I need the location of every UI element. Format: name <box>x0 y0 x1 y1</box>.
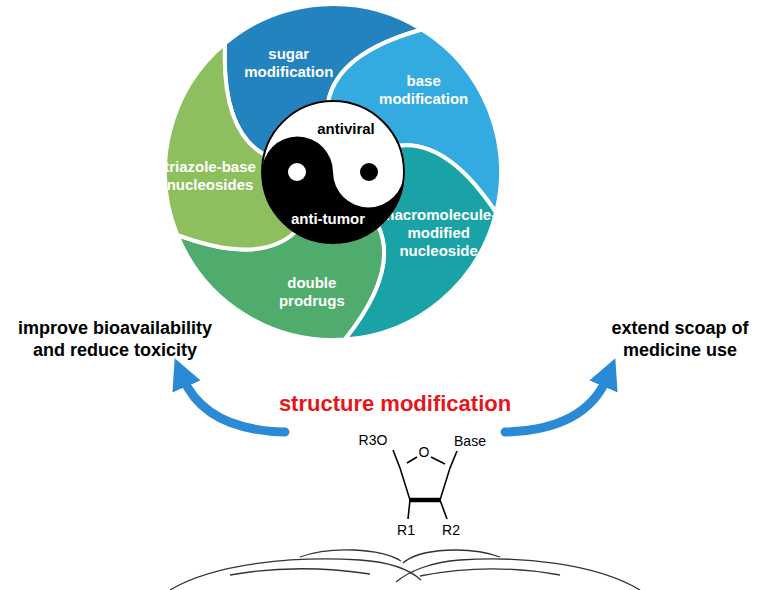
yin-yang-circle: antiviralanti-tumor <box>261 100 405 244</box>
curved-arrow <box>183 378 285 432</box>
petal-box: sugar modification <box>237 45 341 81</box>
hands <box>170 550 640 590</box>
strategy-label: sugar modification <box>237 45 341 81</box>
petal-box: macromolecule-modified nucleoside <box>380 206 498 260</box>
central-heading: structure modification <box>265 391 525 417</box>
petal-box: double prodrugs <box>266 274 358 310</box>
petal-box: triazole-base nucleosides <box>164 158 256 194</box>
effect-label: anti-tumor <box>251 210 405 228</box>
atom-label: O <box>417 444 431 461</box>
substituent-label: R2 <box>440 522 462 539</box>
strategy-label: triazole-base nucleosides <box>164 158 256 194</box>
strategy-label: base modification <box>372 72 476 108</box>
curved-arrow <box>505 378 607 432</box>
petal-wheel <box>165 4 501 340</box>
substituent-label: Base <box>452 433 488 450</box>
strategy-label: macromolecule-modified nucleoside <box>380 206 498 260</box>
petal-box: base modification <box>372 72 476 108</box>
strategy-label: double prodrugs <box>266 274 358 310</box>
benefit-label: extend scoap of medicine use <box>595 318 765 361</box>
furanose-ring <box>393 450 457 519</box>
substituent-label: R3O <box>355 432 391 449</box>
benefit-label: improve bioavailability and reduce toxic… <box>8 318 223 361</box>
substituent-label: R1 <box>395 522 417 539</box>
effect-label: antiviral <box>287 120 405 138</box>
